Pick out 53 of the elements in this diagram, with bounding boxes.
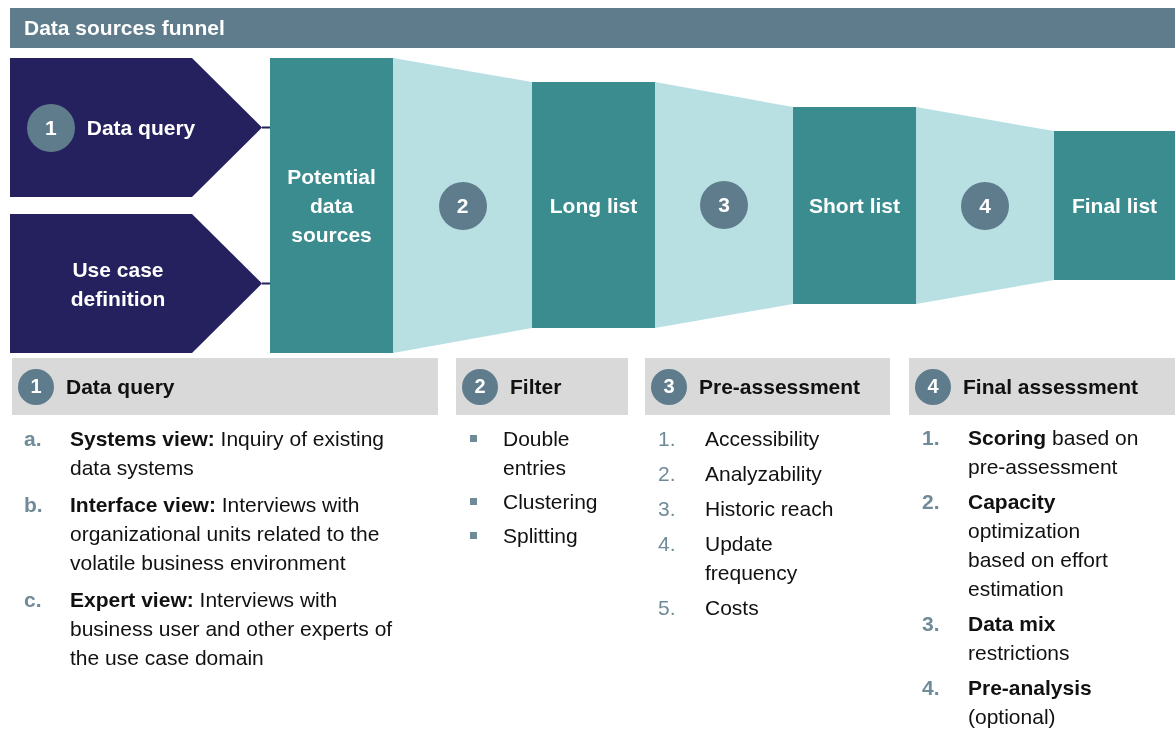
funnel-segment [393,58,532,353]
list-item: Analyzability [705,461,823,487]
node-label: Final assessment [963,374,1139,400]
list-item: Splitting [503,523,579,549]
chevron-box [10,58,262,197]
list-marker: 4. [658,531,676,557]
node-label: Long list [549,192,638,219]
list-item: Interface view: Interviews with organizational units related to the volatile business environment [70,492,381,576]
list-marker: 4. [922,675,940,701]
list-item: Update frequency [705,531,799,586]
list-marker: 2. [658,461,676,487]
funnel-segment [655,82,793,328]
list-item: Expert view: Interviews with business user and other experts of the use case domain [70,587,394,671]
list-marker: 2. [922,489,940,515]
list-marker: 3. [922,611,940,637]
stage-box [1054,131,1175,280]
node-label: Data query [86,115,196,141]
stage-box [270,58,393,353]
connector-line [261,282,271,285]
stage-box [793,107,916,304]
list-marker: a. [24,426,42,452]
section-header [456,358,628,415]
list-item: Systems view: Inquiry of existing data systems [70,426,385,481]
list-marker: 1. [658,426,676,452]
list-marker: b. [24,492,43,518]
list-marker: 3. [658,496,676,522]
node-label: Potential data sources [286,164,377,248]
section-header [645,358,890,415]
list-item: Pre-analysis (optional) [968,675,1093,729]
list-item: Historic reach [705,496,835,522]
stage-box [532,82,655,328]
node-label: Final list [1071,193,1158,219]
title-banner: Data sources funnel [10,8,1175,48]
list-item: Accessibility [705,426,821,452]
connector-line [261,126,271,129]
node-label: Data query [66,374,175,400]
list-item: Clustering [503,489,599,515]
list-item: Capacity optimization based on effort estimation [968,489,1109,602]
node-label: Short list [809,193,900,219]
node-label: Filter [510,374,562,400]
list-item: Scoring based on pre-assessment [968,425,1140,480]
list-item: Double entries [503,426,571,481]
list-item: Data mix restrictions [968,611,1071,666]
list-marker: 5. [658,595,676,621]
section-header [909,358,1175,415]
list-marker: 1. [922,425,940,451]
chevron-box [10,214,262,353]
list-marker: c. [24,587,42,613]
node-label: Pre-assessment [699,374,861,400]
node-label: Use case definition [69,256,167,312]
section-header [12,358,438,415]
list-item: Costs [705,595,760,621]
funnel-segment [916,107,1054,304]
